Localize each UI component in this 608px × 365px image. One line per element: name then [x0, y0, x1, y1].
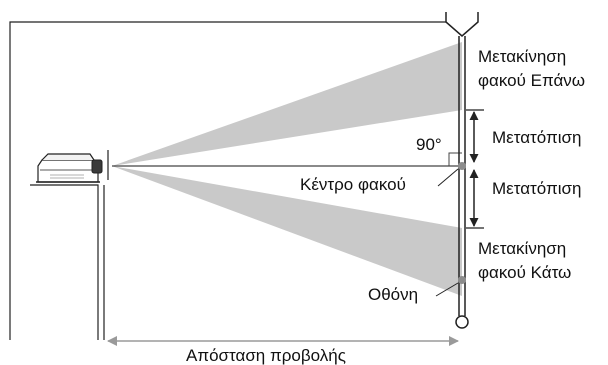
label-shift-upper: Μετατόπιση — [492, 128, 581, 147]
label-lens-shift-up-2: φακού Επάνω — [478, 71, 585, 90]
leader-screen — [435, 282, 459, 297]
right-angle-marker — [448, 152, 462, 166]
screen-marker — [458, 276, 466, 284]
shelf — [30, 184, 99, 340]
label-screen: Οθόνη — [368, 285, 418, 304]
beam-upper — [112, 42, 462, 166]
room-wall — [9, 21, 462, 340]
label-lens-shift-down-2: φακού Κάτω — [478, 263, 571, 282]
screen-mount — [445, 12, 479, 37]
label-lens-shift-down-1: Μετακίνηση — [478, 239, 566, 258]
label-lens-shift-up-1: Μετακίνηση — [478, 47, 566, 66]
lens-center-marker — [458, 162, 466, 170]
screen-pull-ring — [455, 315, 469, 329]
leader-lens-center — [437, 168, 459, 187]
label-projection-distance: Απόσταση προβολής — [186, 346, 346, 365]
projector-icon — [36, 153, 103, 183]
label-shift-lower: Μετατόπιση — [492, 179, 581, 198]
label-angle: 90° — [416, 135, 442, 154]
beam-lower — [112, 166, 462, 296]
label-lens-center: Κέντρο φακού — [300, 175, 406, 194]
